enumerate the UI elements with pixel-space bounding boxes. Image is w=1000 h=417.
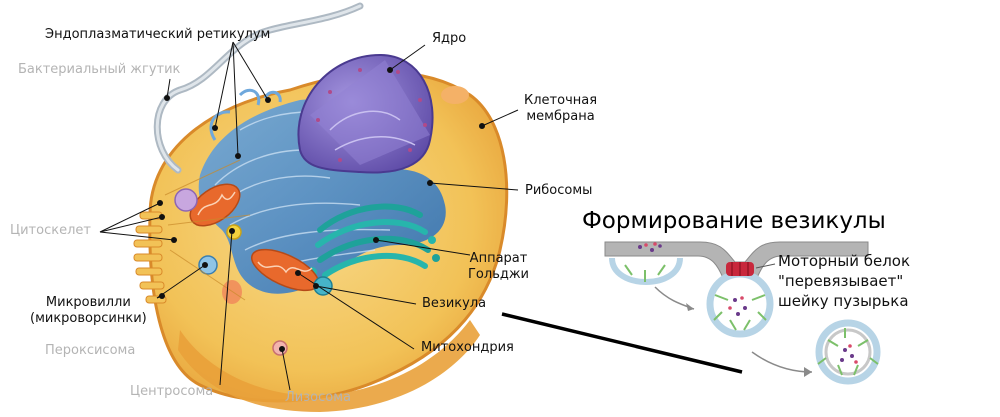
microvilli xyxy=(133,211,167,304)
process-arrow-2-head xyxy=(804,367,812,377)
vesicle-formation-panel xyxy=(604,241,881,385)
label-microvilli: Микровилли (микроворсинки) xyxy=(30,295,147,327)
motor-caption-line2: "перевязывает" xyxy=(778,272,904,290)
label-bacterial-flagellum: Бактериальный жгутик xyxy=(18,62,181,77)
motor-caption-line1: Моторный белок xyxy=(778,252,911,270)
label-vesicle: Везикула xyxy=(422,296,487,311)
label-microvilli-line1: Микровилли xyxy=(45,295,131,310)
process-arrow-2 xyxy=(751,351,813,373)
leader-dots xyxy=(157,67,485,352)
vesicle-formation-title: Формирование везикулы xyxy=(582,208,886,234)
motor-caption-line3: шейку пузырька xyxy=(778,292,909,310)
label-cell-membrane-line1: Клеточная xyxy=(524,93,598,108)
vesicle-membrane-strip xyxy=(604,241,869,279)
label-peroxisome: Пероксисома xyxy=(45,343,136,358)
vesicle-connector-line xyxy=(501,312,743,374)
label-golgi-apparatus: Аппарат Гольджи xyxy=(468,251,529,283)
vacuole-body xyxy=(174,188,198,212)
pinching-vesicle xyxy=(706,262,774,338)
nucleus xyxy=(297,53,434,174)
label-cell-membrane-line2: мембрана xyxy=(526,109,595,124)
label-microvilli-line2: (микроворсинки) xyxy=(30,311,147,326)
label-ribosomes: Рибосомы xyxy=(525,183,593,198)
orange-body xyxy=(222,280,242,304)
motor-pointer-line xyxy=(755,263,776,269)
cell-membrane-rim xyxy=(178,320,480,412)
budding-vesicle xyxy=(609,242,683,285)
label-endoplasmic-reticulum: Эндоплазматический ретикулум xyxy=(45,27,271,42)
label-cell-membrane: Клеточная мембрана xyxy=(524,93,597,125)
label-golgi-line1: Аппарат xyxy=(469,251,528,266)
label-golgi-line2: Гольджи xyxy=(468,267,530,282)
label-cytoskeleton: Цитоскелет xyxy=(10,223,91,238)
bacterial-flagellum-highlight xyxy=(155,4,362,172)
free-vesicle xyxy=(815,319,881,385)
label-lysosome: Лизосома xyxy=(285,390,351,405)
motor-protein-caption: Моторный белок "перевязывает" шейку пузы… xyxy=(778,251,910,311)
membrane-inclusion xyxy=(441,86,469,104)
label-mitochondria: Митохондрия xyxy=(421,340,514,355)
label-centrosome: Центросома xyxy=(130,384,214,399)
endoplasmic-reticulum xyxy=(198,99,446,294)
label-nucleus: Ядро xyxy=(432,31,467,46)
cytoskeleton-fibers xyxy=(164,159,251,301)
process-arrow-1-head xyxy=(686,303,694,311)
er-tubules xyxy=(209,88,282,141)
